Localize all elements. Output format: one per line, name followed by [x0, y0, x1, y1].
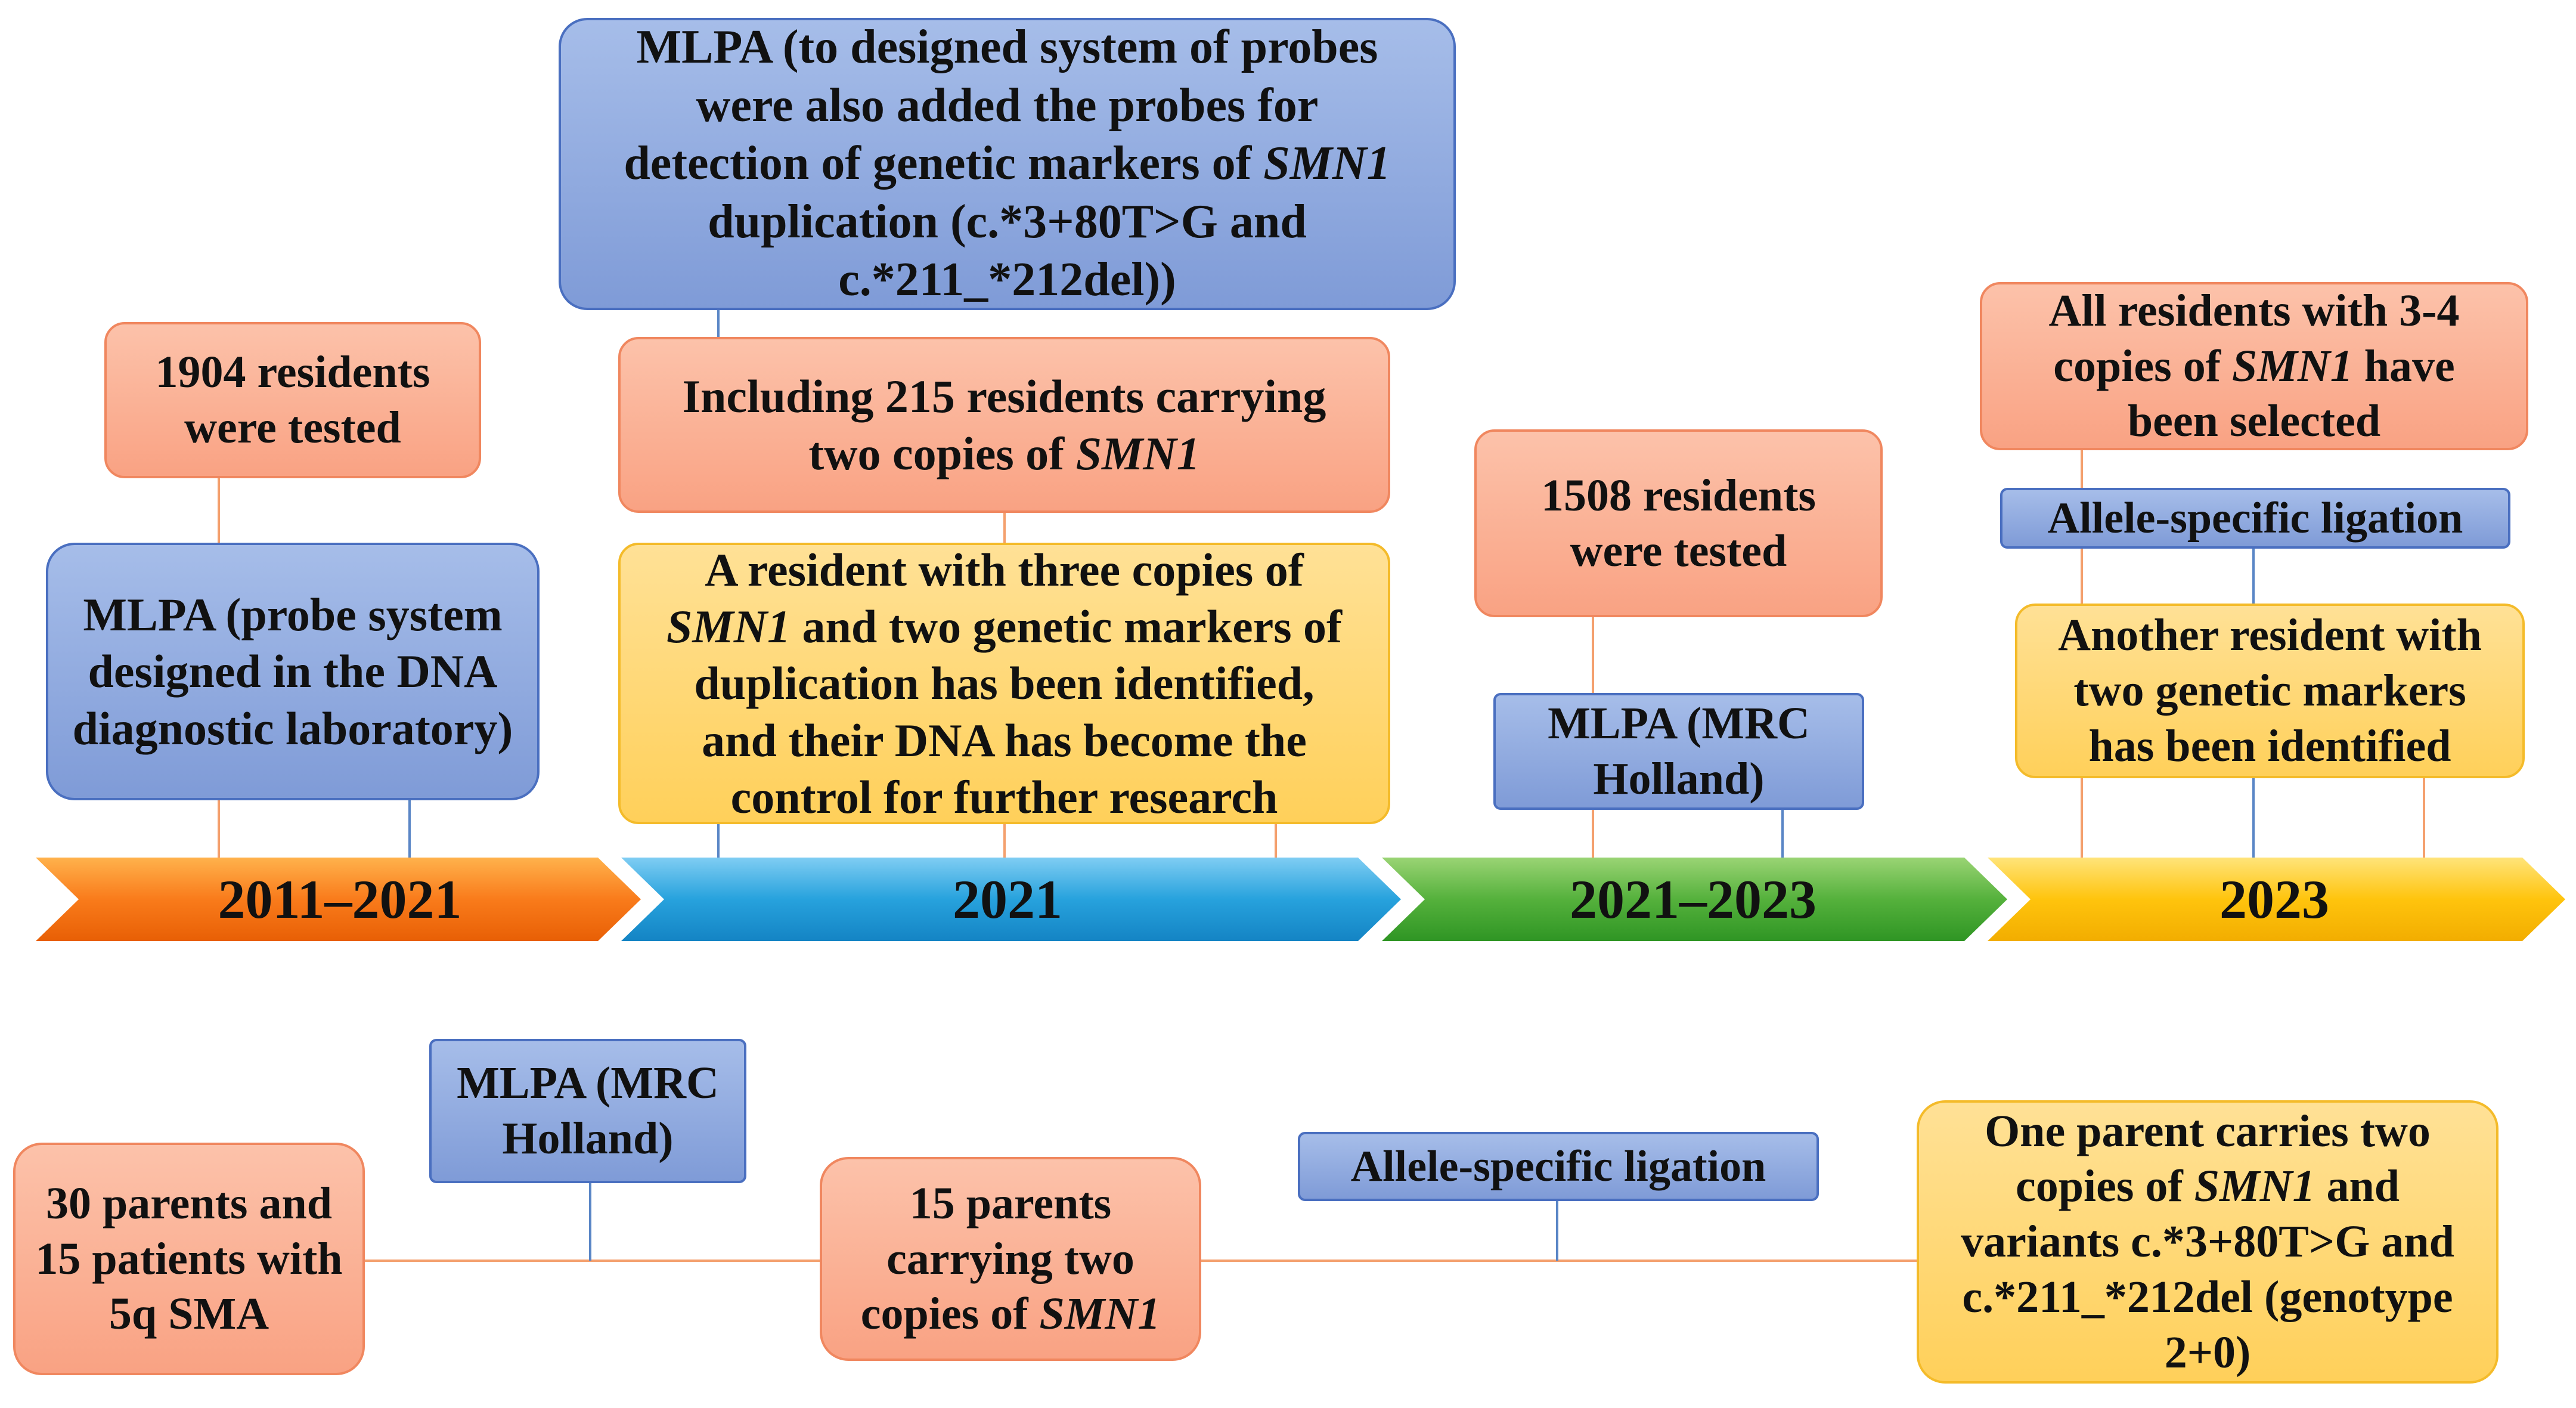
p3-method-text: MLPA (MRC Holland): [1548, 698, 1810, 804]
p2-finding-text-2: and two genetic markers of duplication h…: [694, 601, 1343, 823]
timeline-arrow-2023: [1988, 858, 2565, 941]
bottom-mid-gene: SMN1: [1039, 1289, 1161, 1339]
p4-finding-box: Another resident with two genetic marker…: [2015, 604, 2525, 778]
p2-finding-box: A resident with three copies of SMN1 and…: [618, 543, 1390, 824]
p2-method-text: MLPA (to designed system of probes were …: [603, 18, 1412, 310]
timeline-arrow-2011-2021: [36, 858, 641, 941]
p2-method-text-2: duplication (c.*3+80T>G and c.*211_*212d…: [708, 195, 1307, 307]
p4-result-box: All residents with 3-4 copies of SMN1 ha…: [1980, 282, 2528, 450]
bottom-end-text-1: One parent carries two copies of: [1985, 1106, 2431, 1212]
p4-result-text-2: have been selected: [2127, 341, 2455, 447]
bottom-method2-text: Allele-specific ligation: [1350, 1141, 1766, 1191]
p2-result-text: Including 215 residents carrying two cop…: [668, 368, 1340, 481]
p4-result-text: All residents with 3-4 copies of SMN1 ha…: [2012, 283, 2496, 449]
timeline-arrow-2021: [621, 858, 1401, 941]
period-label-2021-2023: 2021–2023: [1570, 869, 1816, 930]
p1-result-box: 1904 residents were tested: [104, 322, 481, 478]
bottom-start-box: 30 parents and 15 patients with 5q SMA: [13, 1143, 365, 1375]
p4-method-text: Allele-specific ligation: [2047, 493, 2463, 543]
timeline-arrow-2021-2023: [1382, 858, 2007, 941]
bottom-end-gene: SMN1: [2194, 1161, 2315, 1212]
p1-method-box: MLPA (probe system designed in the DNA d…: [46, 543, 540, 800]
p2-method-gene: SMN1: [1263, 137, 1391, 190]
bottom-mid-box: 15 parents carrying two copies of SMN1: [820, 1157, 1201, 1361]
p2-result-text-1: Including 215 residents carrying two cop…: [682, 370, 1326, 479]
bottom-method1-text: MLPA (MRC Holland): [457, 1058, 719, 1163]
bottom-mid-text: 15 parents carrying two copies of SMN1: [846, 1176, 1175, 1342]
p4-method-box: Allele-specific ligation: [2000, 488, 2510, 549]
p2-method-text-1: MLPA (to designed system of probes were …: [624, 21, 1378, 190]
bottom-end-box: One parent carries two copies of SMN1 an…: [1917, 1100, 2498, 1384]
p2-finding-gene: SMN1: [666, 601, 791, 653]
p4-result-text-1: All residents with 3-4 copies of: [2048, 285, 2460, 391]
bottom-start-text: 30 parents and 15 patients with 5q SMA: [35, 1178, 343, 1339]
p1-result-text: 1904 residents were tested: [155, 347, 430, 453]
p2-finding-text: A resident with three copies of SMN1 and…: [662, 541, 1346, 825]
bottom-end-text: One parent carries two copies of SMN1 an…: [1949, 1104, 2466, 1381]
p2-method-box: MLPA (to designed system of probes were …: [559, 18, 1456, 310]
p3-result-text: 1508 residents were tested: [1541, 470, 1816, 576]
period-label-2021: 2021: [953, 869, 1062, 930]
bottom-method2-box: Allele-specific ligation: [1298, 1132, 1819, 1201]
bottom-method1-box: MLPA (MRC Holland): [429, 1039, 746, 1183]
p1-method-text: MLPA (probe system designed in the DNA d…: [72, 589, 513, 754]
p2-finding-text-1: A resident with three copies of: [705, 544, 1304, 596]
p2-result-box: Including 215 residents carrying two cop…: [618, 337, 1390, 513]
period-label-2023: 2023: [2219, 869, 2329, 930]
period-label-2011-2021: 2011–2021: [218, 869, 462, 930]
p2-result-gene: SMN1: [1075, 427, 1200, 479]
bottom-mid-text-1: 15 parents carrying two copies of: [860, 1178, 1134, 1339]
p3-method-box: MLPA (MRC Holland): [1493, 693, 1864, 810]
p3-result-box: 1508 residents were tested: [1474, 429, 1883, 617]
p4-finding-text: Another resident with two genetic marker…: [2058, 610, 2482, 771]
bottom-end-text-2: and variants c.*3+80T>G and c.*211_*212d…: [1961, 1161, 2454, 1378]
p4-result-gene: SMN1: [2232, 341, 2353, 391]
